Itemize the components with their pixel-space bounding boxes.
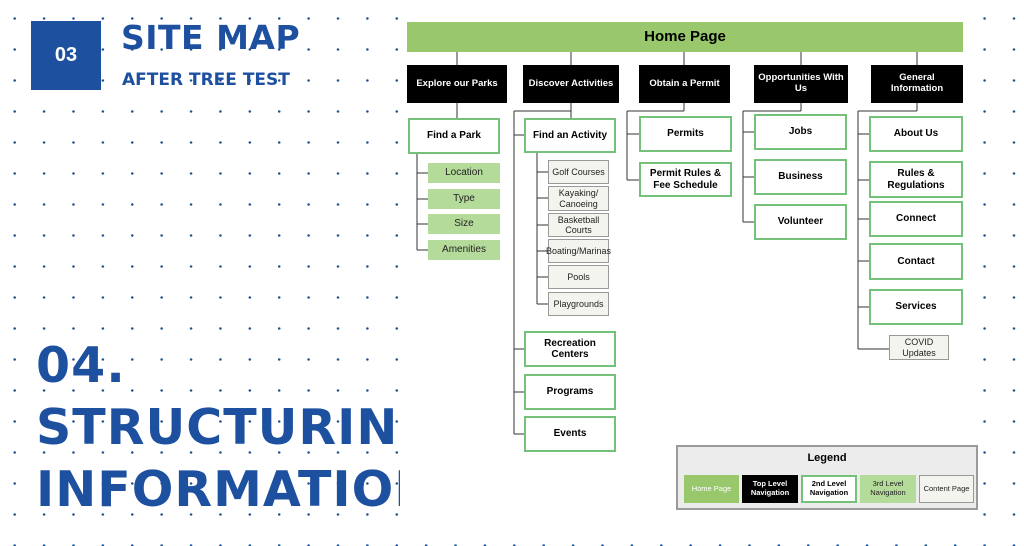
node-find-an-activity: Find an Activity bbox=[524, 118, 616, 153]
section-number: 03 bbox=[54, 44, 78, 66]
nav-discover-activities: Discover Activities bbox=[523, 65, 619, 103]
node-contact: Contact bbox=[869, 243, 963, 280]
sitemap-diagram: Home Page Explore our Parks Discover Act… bbox=[400, 15, 980, 540]
connector-lines bbox=[416, 52, 918, 435]
nav-opportunities: Opportunities With Us bbox=[754, 65, 848, 103]
node-playgrounds: Playgrounds bbox=[548, 292, 609, 316]
node-covid-updates: COVID Updates bbox=[889, 335, 949, 360]
section-heading-line-1: STRUCTURING bbox=[36, 399, 440, 456]
nav-general-information: General Information bbox=[871, 65, 963, 103]
legend-top-level: Top Level Navigation bbox=[742, 475, 798, 503]
section-heading-number: 04. bbox=[36, 337, 126, 394]
legend-title: Legend bbox=[807, 452, 847, 464]
section-heading: 04. STRUCTURING INFORMATION bbox=[36, 335, 440, 521]
legend-2nd-level: 2nd Level Navigation bbox=[801, 475, 857, 503]
nav-explore-parks: Explore our Parks bbox=[407, 65, 507, 103]
node-permit-rules-fee: Permit Rules & Fee Schedule bbox=[639, 162, 732, 197]
node-connect: Connect bbox=[869, 201, 963, 237]
node-location: Location bbox=[428, 163, 500, 183]
node-amenities: Amenities bbox=[428, 240, 500, 260]
node-jobs: Jobs bbox=[754, 114, 847, 150]
node-about-us: About Us bbox=[869, 116, 963, 152]
node-type: Type bbox=[428, 189, 500, 209]
node-rules-regulations: Rules & Regulations bbox=[869, 161, 963, 198]
page-subtitle: AFTER TREE TEST bbox=[122, 70, 290, 90]
legend-home-page: Home Page bbox=[684, 475, 739, 503]
section-heading-line-2: INFORMATION bbox=[36, 461, 437, 518]
node-size: Size bbox=[428, 214, 500, 234]
node-kayaking-canoeing: Kayaking/ Canoeing bbox=[548, 186, 609, 211]
home-page-node: Home Page bbox=[407, 22, 963, 52]
node-services: Services bbox=[869, 289, 963, 325]
node-pools: Pools bbox=[548, 265, 609, 289]
nav-obtain-permit: Obtain a Permit bbox=[639, 65, 730, 103]
node-find-a-park: Find a Park bbox=[408, 118, 500, 154]
node-basketball-courts: Basketball Courts bbox=[548, 213, 609, 237]
node-boating-marinas: Boating/Marinas bbox=[546, 239, 611, 263]
node-volunteer: Volunteer bbox=[754, 204, 847, 240]
node-golf-courses: Golf Courses bbox=[548, 160, 609, 184]
page-title: SITE MAP bbox=[121, 18, 301, 57]
node-recreation-centers: Recreation Centers bbox=[524, 331, 616, 367]
node-events: Events bbox=[524, 416, 616, 452]
legend: Legend Home Page Top Level Navigation 2n… bbox=[676, 445, 978, 510]
legend-3rd-level: 3rd Level Navigation bbox=[860, 475, 916, 503]
node-programs: Programs bbox=[524, 374, 616, 410]
node-permits: Permits bbox=[639, 116, 732, 152]
section-number-badge: 03 bbox=[31, 21, 101, 90]
legend-content-page: Content Page bbox=[919, 475, 974, 503]
node-business: Business bbox=[754, 159, 847, 195]
